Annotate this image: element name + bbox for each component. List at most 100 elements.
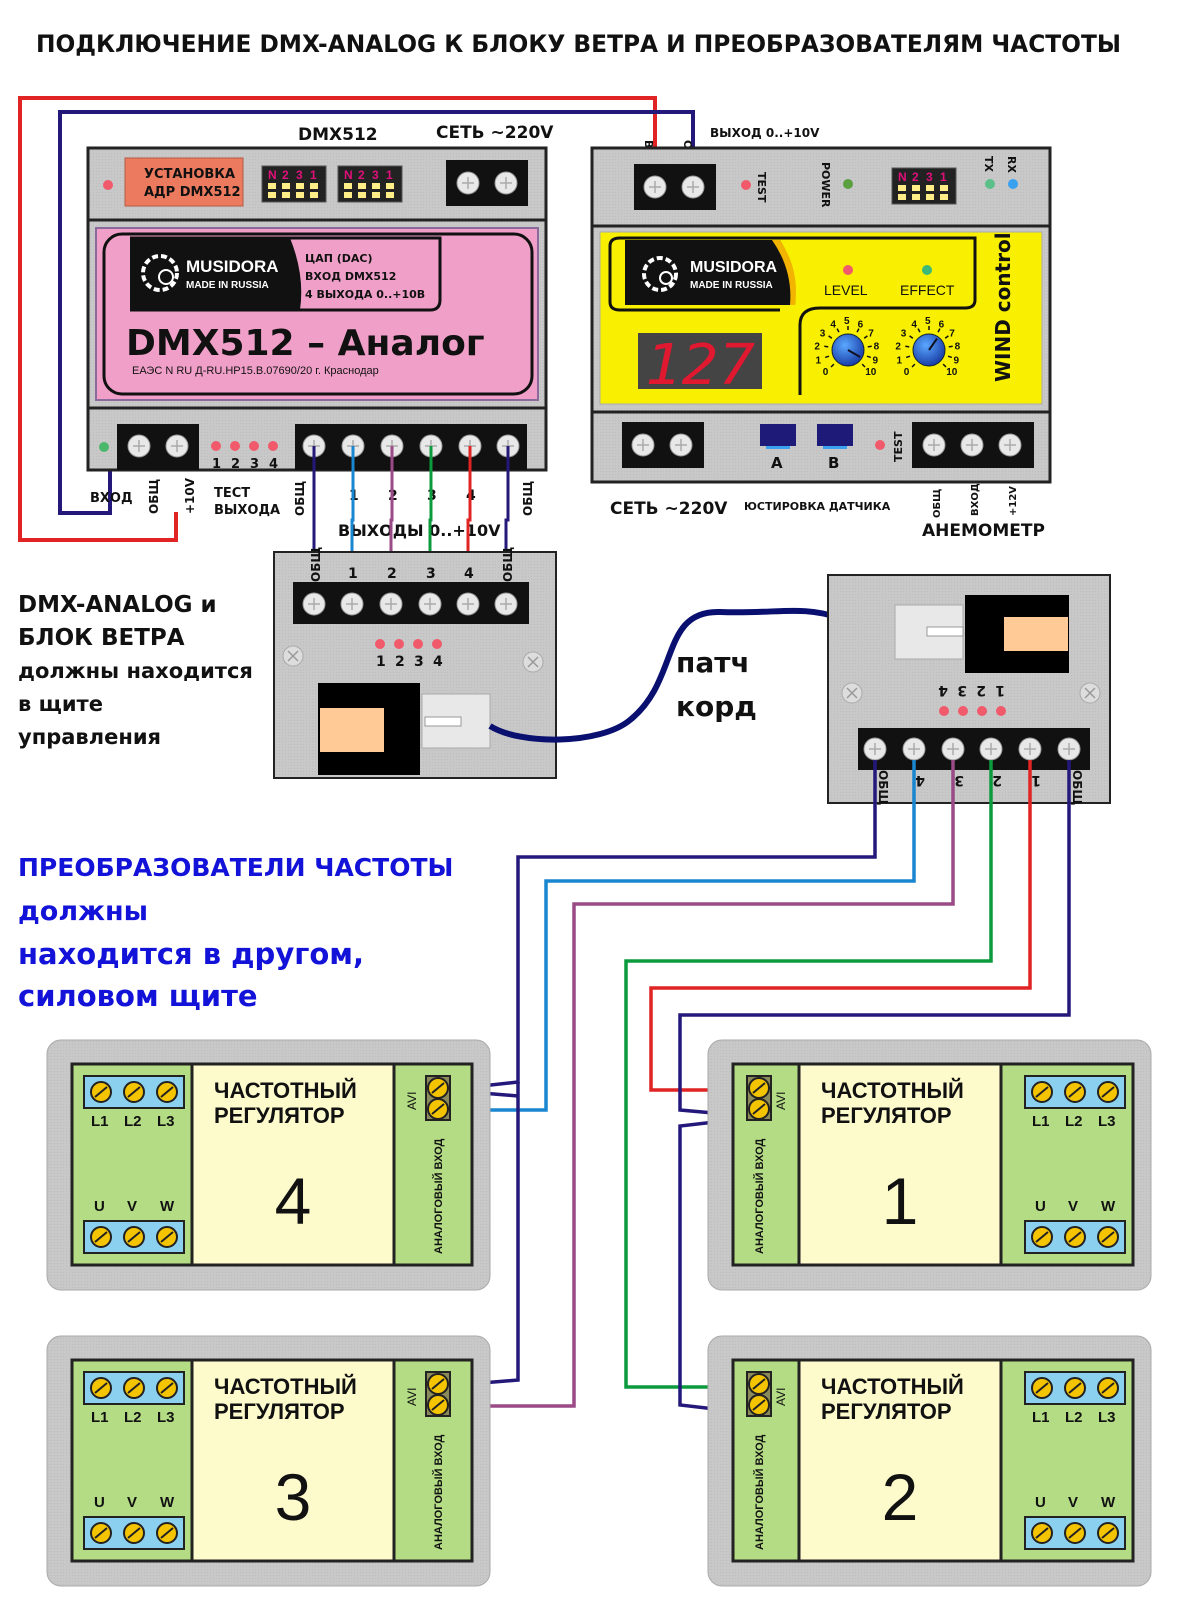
terminal-screw-icon	[941, 737, 965, 761]
yellow-screw-icon	[427, 1077, 449, 1099]
note-line: должны находится	[18, 659, 253, 683]
knob-scale-label: 7	[949, 328, 955, 339]
input-pin-label: L1	[91, 1113, 109, 1130]
knob-pointer-icon	[847, 349, 861, 358]
knob-scale-label: 1	[815, 355, 821, 366]
note-line: DMX-ANALOG и	[18, 592, 217, 618]
knob-scale-label: 6	[939, 319, 945, 330]
splitter-led-label: 2	[976, 682, 986, 698]
frequency-inverter-2: L1UL2VL3WЧАСТОТНЫЙРЕГУЛЯТОР2AVIАНАЛОГОВЫ…	[707, 1335, 1152, 1587]
tx-led	[985, 179, 995, 189]
calibration-button-b[interactable]	[817, 424, 853, 446]
power-led	[99, 442, 109, 452]
yellow-screw-icon	[748, 1394, 770, 1416]
anemometer-label: АНЕМОМЕТР	[922, 521, 1045, 541]
terminal-screw-icon	[863, 737, 887, 761]
test-label-line1: ТЕСТ	[214, 486, 250, 501]
dip-label: 1	[386, 168, 393, 182]
analog-input-label: АНАЛОГОВЫЙ ВХОД	[432, 1138, 445, 1254]
mount-screw-icon	[522, 651, 544, 673]
dip-pin	[940, 194, 948, 200]
splitter-pin-label: ОБЩ	[1070, 770, 1084, 805]
inverter-title-line1: ЧАСТОТНЫЙ	[821, 1078, 964, 1103]
inverter-title-line2: РЕГУЛЯТОР	[821, 1399, 952, 1424]
yellow-screw-icon	[1031, 1226, 1053, 1248]
splitter-led	[432, 639, 442, 649]
splitter-led-label: 2	[395, 654, 405, 670]
mains-terminal	[446, 160, 528, 206]
dip-pin	[386, 192, 394, 198]
dip-pin	[926, 185, 934, 191]
dip-pin	[386, 183, 394, 189]
yellow-screw-icon	[1097, 1377, 1119, 1399]
splitter-led-label: 1	[995, 682, 1005, 698]
note-control-cabinet: DMX-ANALOG и БЛОК ВЕТРА должны находится…	[18, 592, 253, 749]
output-pin-label: V	[1068, 1198, 1078, 1215]
dip-label: 1	[940, 170, 947, 184]
note-line: должны	[18, 896, 148, 927]
output-pin-label: V	[127, 1494, 137, 1511]
test-led	[230, 441, 240, 451]
calibration-button-a[interactable]	[760, 424, 796, 446]
dip-pin	[296, 183, 304, 189]
terminal-screw-icon	[340, 592, 364, 616]
input-pin-label: L2	[124, 1409, 142, 1426]
note-power-cabinet: ПРЕОБРАЗОВАТЕЛИ ЧАСТОТЫ должны находится…	[18, 853, 453, 1013]
dip-pin	[282, 192, 290, 198]
output-pin-label: W	[160, 1494, 175, 1511]
seven-segment-display	[638, 333, 762, 389]
power-label: POWER	[819, 162, 832, 208]
dip-pin	[372, 192, 380, 198]
mount-screw-icon	[1079, 682, 1101, 704]
splitter-pin-label: 3	[954, 772, 964, 788]
yellow-screw-icon	[123, 1226, 145, 1248]
test-led-label: 2	[231, 457, 240, 472]
test-label: TEST	[755, 172, 768, 203]
knob-scale-label: 4	[911, 319, 917, 330]
yellow-screw-icon	[1064, 1522, 1086, 1544]
analog-input-label: АНАЛОГОВЫЙ ВХОД	[432, 1434, 445, 1550]
output-pin-label: W	[1101, 1198, 1116, 1215]
yellow-screw-icon	[90, 1522, 112, 1544]
output-pin-label: W	[160, 1198, 175, 1215]
display-value: 127	[645, 333, 755, 398]
level-label: LEVEL	[824, 282, 868, 298]
effect-label: EFFECT	[900, 282, 955, 298]
inverter-number: 2	[882, 1460, 919, 1534]
out-common-left-label: ОБЩ	[293, 481, 307, 516]
test-led-label: 3	[250, 457, 259, 472]
yellow-screw-icon	[156, 1522, 178, 1544]
yellow-screw-icon	[748, 1098, 770, 1120]
analog-input-label: АНАЛОГОВЫЙ ВХОД	[753, 1138, 766, 1254]
terminal-screw-icon	[902, 737, 926, 761]
brand-name: MUSIDORA	[186, 257, 279, 276]
yellow-screw-icon	[427, 1373, 449, 1395]
test-led-bottom	[875, 440, 885, 450]
dip-pin	[372, 183, 380, 189]
splitter-led	[413, 639, 423, 649]
splitter-led	[394, 639, 404, 649]
note-line: находится в другом,	[18, 937, 364, 971]
dip-pin	[344, 183, 352, 189]
yellow-screw-icon	[123, 1081, 145, 1103]
spec-line-3: 4 ВЫХОДА 0..+10В	[305, 288, 425, 301]
spec-line-2: ВХОД DMX512	[305, 270, 396, 283]
test-led-label: 1	[212, 457, 221, 472]
inverter-number: 3	[275, 1460, 312, 1534]
wind-output-terminal	[634, 164, 716, 210]
input-pin-label: L3	[1098, 1113, 1116, 1130]
avi-label: AVI	[774, 1388, 788, 1406]
output-pin-label: W	[1101, 1494, 1116, 1511]
avi-label: AVI	[774, 1092, 788, 1110]
splitter-led-label: 3	[957, 682, 967, 698]
output-terminal	[295, 424, 527, 470]
dip-label: 3	[372, 168, 379, 182]
inverter-title-line1: ЧАСТОТНЫЙ	[214, 1078, 357, 1103]
yellow-screw-icon	[427, 1394, 449, 1416]
